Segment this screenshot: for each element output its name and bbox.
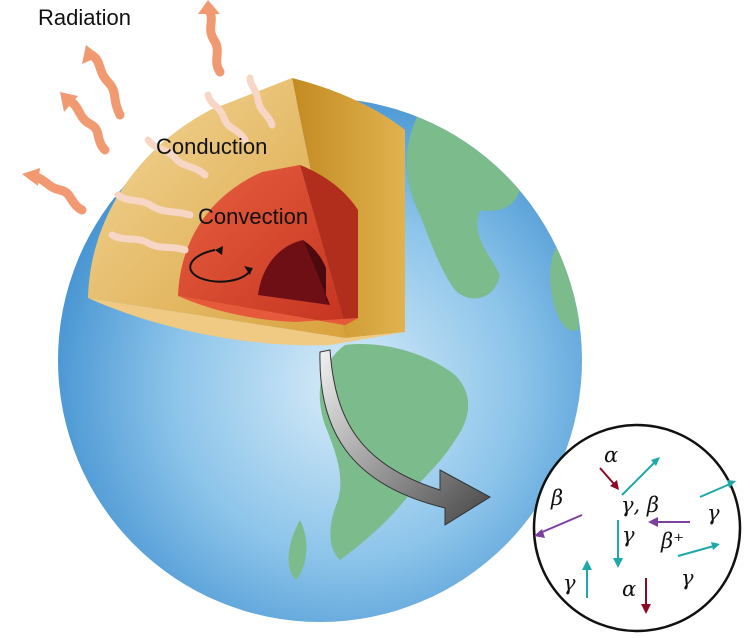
mantle-floor <box>178 296 358 325</box>
particle-label: α <box>622 577 636 601</box>
landmass-east <box>550 240 580 331</box>
radiation-arrow <box>27 171 87 215</box>
conduction-arrows <box>108 74 276 254</box>
inset-circle <box>532 423 742 633</box>
conduction-arrow <box>144 136 209 179</box>
radiation-inset: α γ, β β γ γ β⁺ γ γ α <box>532 423 742 633</box>
particle-label: γ <box>622 523 635 547</box>
radiation-arrow <box>203 3 225 77</box>
arrowhead-icon <box>198 0 220 14</box>
particle-label: γ, β <box>621 493 659 517</box>
convection-loop-icon <box>189 246 253 283</box>
radiation-label: Radiation <box>38 5 131 30</box>
conduction-arrow <box>246 74 276 129</box>
landmass-south-tip <box>288 520 307 580</box>
crust-floor <box>88 298 405 346</box>
landmass-south-america <box>319 344 469 560</box>
conduction-arrow <box>108 231 189 254</box>
conduction-label: Conduction <box>156 134 267 159</box>
particle-label: α <box>604 443 618 467</box>
mantle-side-face <box>300 165 358 325</box>
convection-label: Convection <box>198 204 308 229</box>
arrowhead-icon <box>60 92 78 112</box>
radiation-arrows <box>27 3 225 215</box>
particle-label: β <box>550 486 563 510</box>
conduction-arrow <box>204 91 249 144</box>
radiation-arrow <box>87 50 125 120</box>
arrowhead-icon <box>82 45 100 64</box>
arrowhead-icon <box>22 168 40 186</box>
particle-label: γ <box>563 571 576 595</box>
particle-label: γ <box>681 566 694 590</box>
radiation-arrowheads <box>22 0 220 186</box>
earth-cutaway <box>88 78 405 346</box>
core-layer <box>258 240 330 305</box>
particle-label: β⁺ <box>660 529 684 553</box>
core-side-face <box>303 240 330 305</box>
particle-label: γ <box>707 501 720 525</box>
radiation-arrow <box>63 95 110 155</box>
conduction-arrow <box>114 191 194 219</box>
pointer-arrow <box>319 349 491 526</box>
